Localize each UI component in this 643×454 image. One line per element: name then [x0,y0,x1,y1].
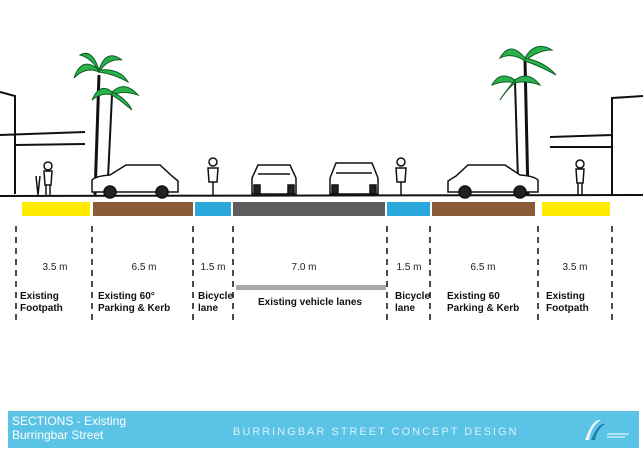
zone-label-vehicle: Existing vehicle lanes [258,297,362,308]
car-icon [329,162,379,195]
car-icon [91,164,179,199]
car-icon [251,164,297,195]
dimension-right-bicycle: 1.5 m [396,262,422,273]
zone-label-right-bicycle: Bicycle lane [395,291,431,314]
zone-bar-bicycle-left [195,202,231,216]
pedestrian-icon [35,159,585,196]
zone-bar-footpath-left [22,202,90,216]
zone-bar-bicycle-right [387,202,430,216]
logo-icon [585,419,629,440]
zone-dividers [15,226,613,320]
dimension-right-parking: 6.5 m [470,262,496,273]
footer-center-text: BURRINGBAR STREET CONCEPT DESIGN [233,426,519,438]
vehicle-lanes-marker [236,285,386,290]
palm-tree-icon [490,45,557,196]
zone-bar-parking-left [93,202,193,216]
ground-line [0,194,643,197]
footer-band: SECTIONS - Existing Burringbar Street BU… [8,411,639,448]
car-icon [447,164,539,199]
footer-title: SECTIONS - Existing Burringbar Street [12,414,127,442]
dimension-right-footpath: 3.5 m [562,262,588,273]
dimension-vehicle: 7.0 m [291,262,317,273]
dimension-left-bicycle: 1.5 m [200,262,226,273]
zone-label-right-parking: Existing 60 Parking & Kerb [447,291,520,314]
zone-bar-vehicle [233,202,385,216]
zone-label-left-footpath: Existing Footpath [20,291,63,314]
dimension-left-parking: 6.5 m [131,262,157,273]
building-icon [0,91,643,194]
cyclist-icon [207,157,407,195]
zone-label-right-footpath: Existing Footpath [546,291,589,314]
zone-label-left-parking: Existing 60° Parking & Kerb [98,291,171,314]
palm-tree-icon [73,52,140,196]
zone-bar-footpath-right [542,202,610,216]
dimension-left-footpath: 3.5 m [42,262,68,273]
zone-bar-parking-right [432,202,535,216]
zone-label-left-bicycle: Bicycle lane [198,291,234,314]
